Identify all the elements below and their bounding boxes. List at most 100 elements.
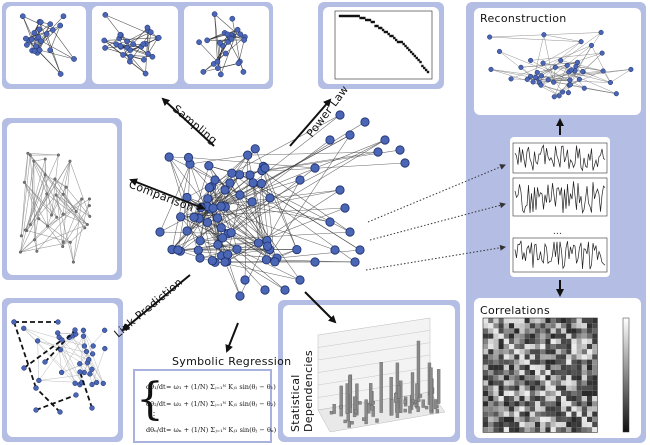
timeseries-line xyxy=(514,240,606,270)
corr-cell xyxy=(535,380,541,386)
corr-cell xyxy=(555,338,561,344)
network-node xyxy=(101,37,108,44)
corr-cell xyxy=(550,318,556,324)
corr-cell xyxy=(483,370,489,376)
corr-cell xyxy=(488,370,494,376)
network-node xyxy=(58,369,65,376)
corr-cell xyxy=(483,364,489,370)
network-nodes xyxy=(19,13,77,77)
corr-cell xyxy=(540,344,546,350)
power-law-marker xyxy=(348,14,351,18)
corr-cell xyxy=(571,427,577,433)
corr-cell xyxy=(561,375,567,381)
network-node xyxy=(57,22,64,29)
main-edge xyxy=(188,157,316,169)
main-node xyxy=(232,244,242,254)
network-edge xyxy=(147,32,152,54)
network-node xyxy=(55,215,59,219)
predicted-link xyxy=(35,387,61,413)
corr-cell xyxy=(571,406,577,412)
corr-cell xyxy=(587,338,593,344)
network-edge xyxy=(58,337,76,384)
corr-cell xyxy=(545,323,551,329)
corr-cell xyxy=(587,370,593,376)
power-law-marker xyxy=(363,16,366,20)
network-edge xyxy=(62,194,88,225)
network-node xyxy=(102,345,108,352)
corr-cell xyxy=(488,333,494,339)
corr-cell xyxy=(535,427,541,433)
corr-cell xyxy=(503,344,509,350)
corr-cell xyxy=(540,390,546,396)
network-edge xyxy=(20,161,35,253)
corr-cell xyxy=(524,354,530,360)
plot3d-bar xyxy=(403,408,407,413)
corr-cell xyxy=(540,333,546,339)
network-node xyxy=(558,57,564,64)
corr-cell xyxy=(566,385,572,391)
network-edge xyxy=(30,154,77,212)
network-edge xyxy=(62,161,71,243)
main-node xyxy=(345,130,355,140)
corr-cell xyxy=(581,396,587,402)
network-node xyxy=(85,222,89,227)
corr-cell xyxy=(545,390,551,396)
corr-cell xyxy=(540,416,546,422)
main-node xyxy=(270,257,280,267)
corr-cell xyxy=(581,385,587,391)
corr-cell xyxy=(550,364,556,370)
corr-cell xyxy=(503,375,509,381)
corr-cell xyxy=(545,380,551,386)
corr-cell xyxy=(540,370,546,376)
corr-cell xyxy=(592,323,598,329)
network-edge xyxy=(38,337,70,381)
corr-cell xyxy=(498,323,504,329)
power-law-marker xyxy=(379,26,383,30)
corr-cell xyxy=(483,427,489,433)
network-edge xyxy=(88,359,104,384)
corr-cell xyxy=(488,427,494,433)
network-node xyxy=(237,31,244,38)
network-edge xyxy=(24,153,29,183)
corr-cell xyxy=(566,390,572,396)
corr-cell xyxy=(509,380,515,386)
power-law-marker xyxy=(404,44,407,48)
corr-cell xyxy=(576,380,582,386)
corr-cell xyxy=(483,328,489,334)
corr-cell xyxy=(540,318,546,324)
label-sampling: Sampling xyxy=(170,102,220,147)
corr-cell xyxy=(493,422,499,428)
corr-cell xyxy=(592,416,598,422)
main-edge xyxy=(251,201,331,223)
corr-cell xyxy=(514,364,520,370)
corr-cell xyxy=(592,359,598,365)
corr-cell xyxy=(488,411,494,417)
plot3d-bar xyxy=(371,400,375,405)
corr-cell xyxy=(509,333,515,339)
link-prediction-panel xyxy=(2,298,123,442)
network-node xyxy=(130,41,136,47)
corr-cell xyxy=(503,323,509,329)
network-nodes xyxy=(21,325,108,388)
network-node xyxy=(36,47,43,53)
main-node xyxy=(395,145,405,155)
corr-cell xyxy=(498,338,504,344)
comparison-panel xyxy=(2,118,122,280)
corr-cell xyxy=(509,401,515,407)
corr-cell xyxy=(566,375,572,381)
power-law-marker xyxy=(357,14,360,18)
network-edge xyxy=(69,337,85,347)
main-edge xyxy=(239,240,268,297)
corr-cell xyxy=(566,380,572,386)
network-edge xyxy=(86,330,105,352)
corr-cell xyxy=(524,349,530,355)
corr-cell xyxy=(540,396,546,402)
network-edge xyxy=(44,174,52,216)
corr-cell xyxy=(514,422,520,428)
corr-cell xyxy=(483,396,489,402)
network-edge xyxy=(29,155,38,252)
arrow-comparison xyxy=(129,178,206,210)
main-node xyxy=(202,217,213,228)
corr-cell xyxy=(566,333,572,339)
corr-cell xyxy=(493,333,499,339)
